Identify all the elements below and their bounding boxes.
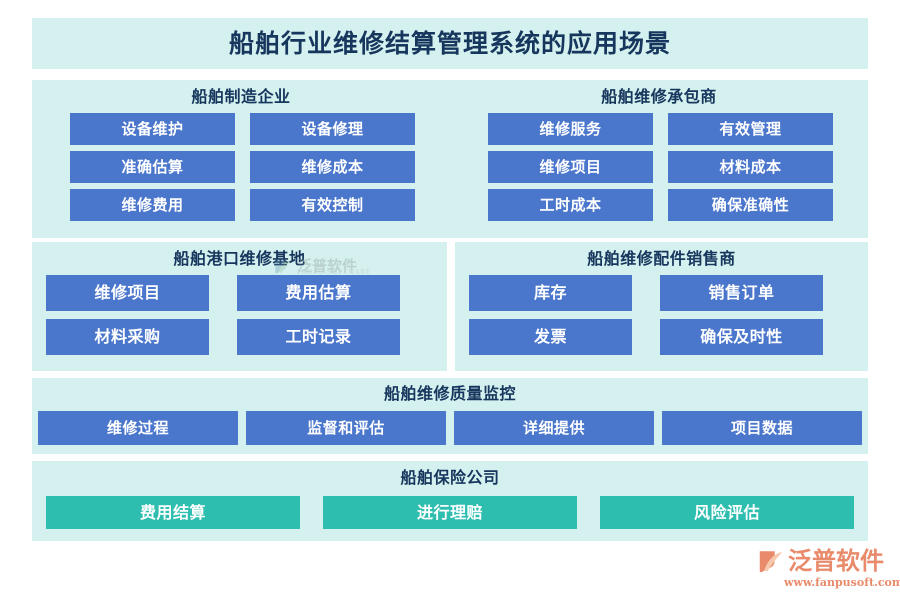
section-item-button[interactable]: 维修费用	[70, 189, 235, 221]
section-item-button[interactable]: 确保准确性	[668, 189, 833, 221]
section-item-button[interactable]: 费用估算	[237, 275, 400, 311]
section-button-grid: 费用结算 进行理赔 风险评估	[46, 496, 854, 529]
section-item-button[interactable]: 进行理赔	[323, 496, 577, 529]
section-card-parts-seller: 船舶维修配件销售商 库存 销售订单 发票 确保及时性	[455, 242, 868, 371]
section-item-button[interactable]: 风险评估	[600, 496, 854, 529]
section-item-button[interactable]: 工时记录	[237, 319, 400, 355]
section-item-button[interactable]: 项目数据	[662, 411, 862, 445]
section-item-button[interactable]: 监督和评估	[246, 411, 446, 445]
section-item-button[interactable]: 费用结算	[46, 496, 300, 529]
section-item-button[interactable]: 发票	[469, 319, 632, 355]
section-item-button[interactable]: 设备修理	[250, 113, 415, 145]
section-card-shipbuilding: 船舶制造企业 设备维护 设备修理 准确估算 维修成本 维修费用 有效控制	[32, 80, 450, 238]
section-item-button[interactable]: 设备维护	[70, 113, 235, 145]
logo-row: 泛普软件	[756, 546, 896, 576]
section-item-button[interactable]: 材料采购	[46, 319, 209, 355]
section-title: 船舶港口维修基地	[173, 249, 306, 268]
section-item-button[interactable]: 维修过程	[38, 411, 238, 445]
logo-url: www.fanpusoft.com	[784, 576, 900, 589]
section-item-button[interactable]: 详细提供	[454, 411, 654, 445]
section-item-button[interactable]: 准确估算	[70, 151, 235, 183]
logo-name-cn: 泛普软件	[788, 547, 884, 575]
section-button-grid: 设备维护 设备修理 准确估算 维修成本 维修费用 有效控制	[70, 113, 415, 221]
section-button-grid: 库存 销售订单 发票 确保及时性	[469, 275, 854, 355]
brand-logo: 泛普软件 www.fanpusoft.com	[756, 546, 900, 594]
section-item-button[interactable]: 确保及时性	[660, 319, 823, 355]
section-title: 船舶维修配件销售商	[587, 249, 736, 268]
section-button-grid: 维修项目 费用估算 材料采购 工时记录	[46, 275, 433, 355]
section-card-port-base: 船舶港口维修基地 维修项目 费用估算 材料采购 工时记录	[32, 242, 447, 371]
section-title: 船舶维修承包商	[601, 87, 717, 106]
section-title: 船舶保险公司	[400, 468, 500, 487]
section-item-button[interactable]: 维修成本	[250, 151, 415, 183]
section-item-button[interactable]: 维修项目	[488, 151, 653, 183]
page-title-banner: 船舶行业维修结算管理系统的应用场景	[32, 18, 868, 69]
section-item-button[interactable]: 维修服务	[488, 113, 653, 145]
section-item-button[interactable]: 维修项目	[46, 275, 209, 311]
section-button-grid: 维修过程 监督和评估 详细提供 项目数据	[38, 411, 862, 445]
section-title: 船舶维修质量监控	[383, 384, 516, 403]
section-row-top: 船舶制造企业 设备维护 设备修理 准确估算 维修成本 维修费用 有效控制 船舶维…	[32, 80, 868, 238]
section-item-button[interactable]: 有效控制	[250, 189, 415, 221]
section-title: 船舶制造企业	[191, 87, 291, 106]
section-item-button[interactable]: 有效管理	[668, 113, 833, 145]
page-title: 船舶行业维修结算管理系统的应用场景	[228, 29, 671, 58]
section-card-quality-monitoring: 船舶维修质量监控 维修过程 监督和评估 详细提供 项目数据	[32, 378, 868, 454]
section-item-button[interactable]: 销售订单	[660, 275, 823, 311]
section-item-button[interactable]: 材料成本	[668, 151, 833, 183]
section-button-grid: 维修服务 有效管理 维修项目 材料成本 工时成本 确保准确性	[488, 113, 833, 221]
section-card-insurance: 船舶保险公司 费用结算 进行理赔 风险评估	[32, 461, 868, 541]
section-item-button[interactable]: 工时成本	[488, 189, 653, 221]
section-card-contractor: 船舶维修承包商 维修服务 有效管理 维修项目 材料成本 工时成本 确保准确性	[450, 80, 868, 238]
section-item-button[interactable]: 库存	[469, 275, 632, 311]
fanpu-logo-icon	[759, 551, 783, 573]
